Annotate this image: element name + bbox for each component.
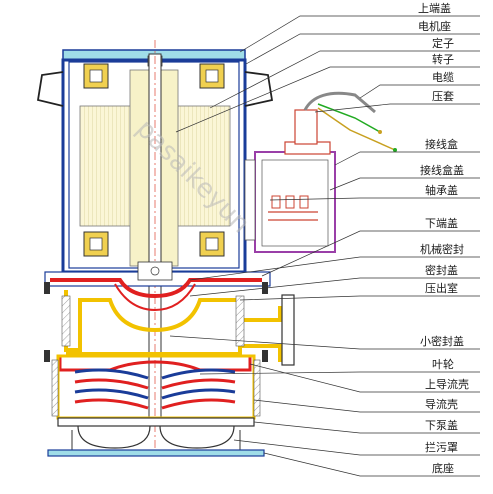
left-lifting-handle bbox=[36, 71, 64, 107]
inlet-assembly bbox=[47, 417, 265, 457]
label-stator: 定子 bbox=[432, 36, 454, 50]
label-cable: 电缆 bbox=[432, 71, 454, 84]
label-mechanical-seal: 机械密封 bbox=[420, 242, 464, 256]
discharge-chamber-part bbox=[64, 290, 294, 362]
mechanical-seal-part bbox=[50, 278, 262, 299]
label-discharge-chamber: 压出室 bbox=[425, 281, 458, 295]
label-junction-box-cover: 接线盒盖 bbox=[420, 163, 464, 177]
leader-lines bbox=[169, 15, 480, 477]
lower-pump-cover-part bbox=[57, 417, 255, 427]
right-lifting-handle bbox=[244, 71, 274, 107]
label-top-end-cover: 上端盖 bbox=[418, 1, 451, 15]
seal-assembly bbox=[44, 261, 271, 312]
label-bearing-cover: 轴承盖 bbox=[425, 183, 458, 197]
label-lower-pump-cover: 下泵盖 bbox=[425, 418, 458, 432]
label-small-seal-cover: 小密封盖 bbox=[420, 334, 464, 348]
label-rotor: 转子 bbox=[432, 52, 454, 66]
junction-box-assembly bbox=[244, 91, 397, 253]
label-seal-cover: 密封盖 bbox=[425, 263, 458, 277]
label-impeller: 叶轮 bbox=[432, 357, 454, 371]
label-base: 底座 bbox=[432, 461, 454, 475]
label-upper-guide-casing: 上导流壳 bbox=[425, 377, 469, 391]
impeller-part bbox=[74, 368, 149, 380]
strainer-part bbox=[77, 425, 151, 449]
outlet-flange bbox=[281, 294, 295, 366]
label-strainer: 拦污罩 bbox=[425, 440, 458, 454]
label-junction-box: 接线盒 bbox=[425, 137, 458, 151]
discharge-chamber-assembly bbox=[61, 290, 295, 366]
label-gland: 压套 bbox=[432, 90, 454, 103]
label-guide-casing: 导流壳 bbox=[425, 397, 458, 411]
label-bottom-end-cover: 下端盖 bbox=[425, 216, 458, 230]
junction-box-part bbox=[254, 151, 336, 253]
cable-part bbox=[303, 91, 376, 114]
label-motor-base: 电机座 bbox=[418, 19, 451, 33]
base-part bbox=[47, 449, 265, 457]
part-labels: 上端盖 电机座 定子 转子 电缆 压套 接线盒 接线盒盖 轴承盖 下端盖 机械密… bbox=[418, 1, 469, 475]
